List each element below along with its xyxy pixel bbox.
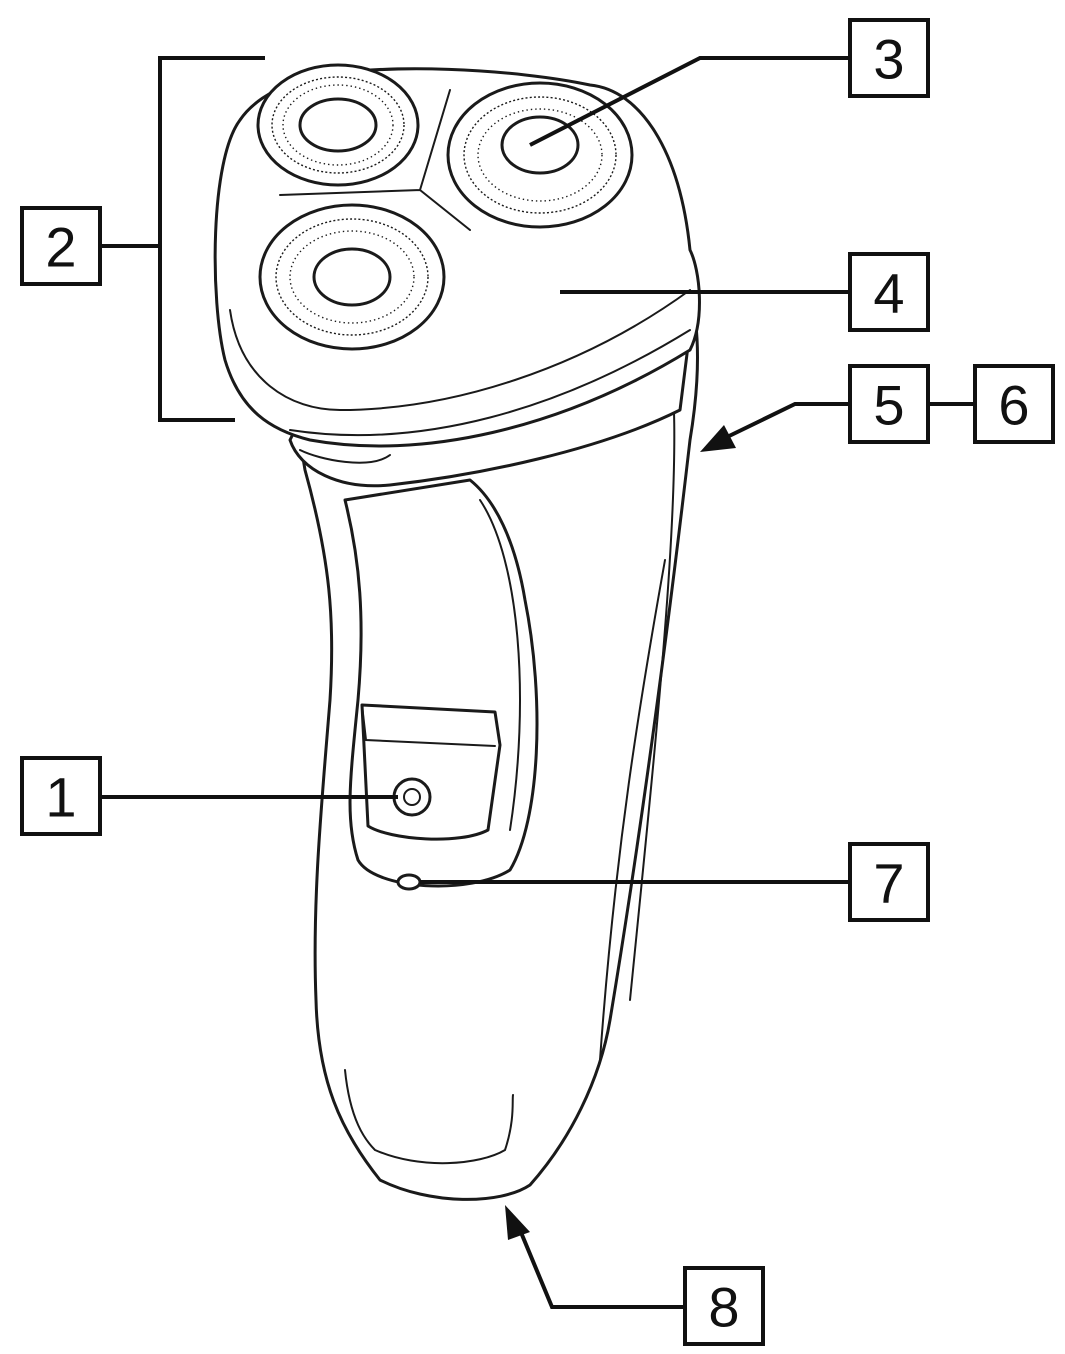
power-button[interactable] [392,777,432,817]
callout-7: 7 [848,842,930,922]
callout-6: 6 [973,364,1055,444]
callout-7-text: 7 [873,852,904,915]
callout-1-text: 1 [45,766,76,829]
callout-1: 1 [20,756,102,836]
power-button-top [361,704,496,747]
leader-lines [100,56,975,1309]
bracket-2 [100,56,265,422]
charge-light [396,873,422,891]
callout-8: 8 [683,1266,765,1346]
grip-inner-line [479,499,521,831]
head-rim-line-2 [289,329,691,437]
callout-4: 4 [848,252,930,332]
cutter-top-right [446,81,634,229]
callout-3-text: 3 [873,28,904,91]
cutter-top-left [256,63,420,187]
callout-5: 5 [848,364,930,444]
head-rim-line [229,289,691,412]
cutter-bottom [258,203,446,351]
arrow-8 [505,1205,530,1240]
callout-5-text: 5 [873,374,904,437]
callout-2-text: 2 [45,216,76,279]
handle-edge-line-2 [599,559,666,1061]
cutter-divider [279,89,471,231]
callout-3: 3 [848,18,930,98]
callout-6-text: 6 [998,374,1029,437]
arrow-5 [700,425,736,452]
callout-8-text: 8 [708,1276,739,1339]
shaver-illustration [213,63,701,1201]
power-button-housing [360,703,502,841]
bottom-cap-line [344,1069,514,1165]
callout-2: 2 [20,206,102,286]
leader-3 [529,56,850,147]
power-button-center [403,788,421,806]
callout-4-text: 4 [873,262,904,325]
neck-ridge [299,449,391,464]
leader-8 [518,1229,685,1309]
leader-5 [724,402,850,440]
